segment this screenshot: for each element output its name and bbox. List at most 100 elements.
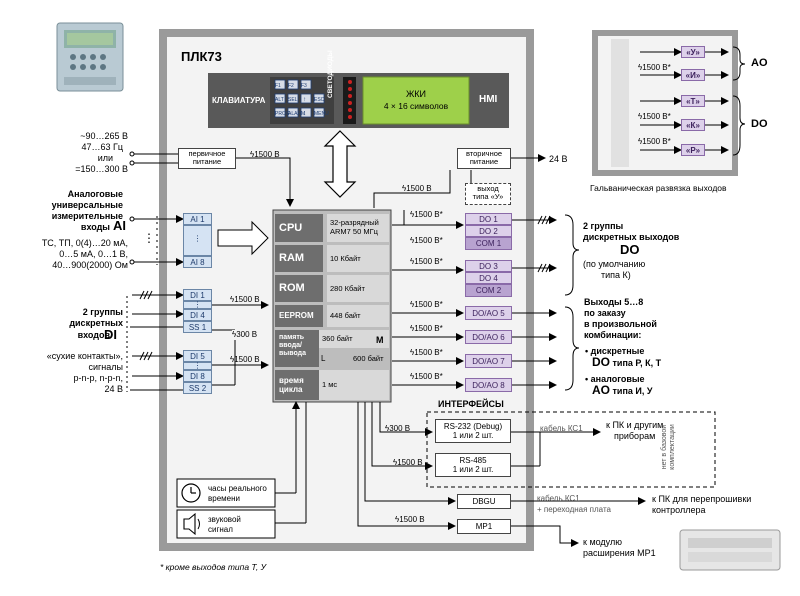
ai-title-line-1: Аналоговые: [67, 189, 123, 199]
do-bullet-1-line: DO типа Р, К, Т: [592, 355, 662, 369]
hmi-leds-strip: [343, 77, 356, 124]
di-desc-line-2: сигналы: [88, 362, 123, 372]
di-5-8-mid: ⋮: [183, 362, 212, 370]
galv-u-box: «У»: [681, 46, 705, 58]
galv-do-label: DO: [751, 118, 768, 130]
power-input-line-2: 47…63 Гц: [81, 142, 123, 152]
eeprom-row-label: EEPROM: [275, 305, 323, 327]
do-bullet-2-pre-text: аналоговые: [590, 374, 645, 384]
cpu-row-value: 32-разрядный ARM7 50 МГц: [327, 214, 389, 242]
hmi-bus-arrow: [323, 130, 357, 198]
do-bullet-2-big: AO: [592, 383, 610, 397]
sound-line-1: звуковой: [208, 515, 241, 524]
galv-t-box: «Т»: [681, 95, 705, 107]
galv-ao-label: AO: [751, 57, 768, 69]
mr1-to-line-2: расширения МР1: [583, 548, 656, 558]
secondary-iso-label: ϟ1500 В: [402, 184, 432, 193]
key-alt-label: ALT: [275, 97, 284, 103]
do-bullet-1-big: DO: [592, 355, 610, 369]
do-iso-1-value: 1500 В*: [414, 210, 443, 219]
ai-desc-line-2: 0…5 мА, 0…1 В,: [59, 249, 128, 259]
dbgu-plate-label: + переходная плата: [537, 505, 611, 514]
doao-8-box: DO/AO 8: [465, 378, 512, 392]
ai-desc-line-1: ТС, ТП, 0(4)…20 мА,: [41, 238, 128, 248]
do-iso-7-value: 1500 В*: [414, 348, 443, 357]
rtc-line-1: часы реального: [208, 484, 267, 493]
interfaces-optional-frame: [426, 411, 716, 488]
di-slash-marks: [139, 290, 153, 361]
di-desc-line-3: p-n-p, n-p-n,: [73, 373, 123, 383]
ai-desc-line-3: 40…900(2000) Ом: [52, 260, 128, 270]
primary-power-line-2: питание: [192, 157, 222, 166]
do-title-sub-1: (по умолчанию: [583, 259, 646, 269]
com-2-box: COM 2: [465, 284, 512, 297]
do-outputs-line-4: комбинации:: [584, 330, 642, 340]
mr1-to-line-1: к модулю: [583, 537, 622, 547]
ram-row-label: RAM: [275, 245, 323, 272]
dbgu-cable-label: кабель КС1: [537, 494, 580, 503]
di-desc-line-1: «сухие контакты»,: [46, 351, 123, 361]
di-iso-1500-b: ϟ1500 В: [230, 355, 260, 364]
do-bullet-2-line: AO типа И, У: [592, 383, 652, 397]
primary-iso-value: 1500 В: [254, 150, 280, 159]
galv-iso-do-1: ϟ1500 В*: [638, 112, 671, 121]
galvanic-inner-strip: [611, 39, 629, 167]
di-iso-1500-b-value: 1500 В: [234, 355, 260, 364]
di-1-box: DI 1: [183, 289, 212, 301]
galv-iso-do-2: ϟ1500 В*: [638, 137, 671, 146]
secondary-iso-value: 1500 В: [406, 184, 432, 193]
mr1-module-photo: [679, 529, 781, 571]
di-8-box: DI 8: [183, 370, 212, 382]
mr1-box: МР1: [457, 519, 511, 534]
iface-iso-300-value: 300 В: [389, 424, 411, 433]
io-memory-row-label: память ввода/ вывода: [275, 330, 319, 367]
io-memory-l-value: 600 байт: [353, 354, 384, 363]
io-memory-m-suffix: M: [376, 335, 384, 345]
secondary-power-line-1: вторичное: [465, 149, 503, 158]
di-5-box: DI 5: [183, 350, 212, 362]
do-iso-7: ϟ1500 В*: [410, 348, 443, 357]
ai-to-cpu-arrow: [217, 220, 269, 256]
do-3-box: DO 3: [465, 260, 512, 272]
key-menu-label: MENU: [314, 111, 329, 117]
do-slash-marks: [537, 215, 551, 273]
do-4-box: DO 4: [465, 272, 512, 284]
to-pc-line-1: к ПК и другим: [606, 420, 664, 430]
key-alarm-label: ALARM: [288, 111, 306, 117]
ss-1-box: SS 1: [183, 321, 212, 333]
hmi-led-dots: [348, 80, 352, 119]
secondary-power-line-2: питание: [469, 157, 499, 166]
ss-2-box: SS 2: [183, 382, 212, 394]
mr1-iso-label: ϟ1500 В: [395, 515, 425, 524]
power-input-line-1: ~90…265 В: [80, 131, 128, 141]
galv-i-box: «И»: [681, 69, 705, 81]
to-pc-line-2: приборам: [614, 431, 656, 441]
rs485-line-1: RS-485: [459, 456, 487, 465]
mr1-iso-value: 1500 В: [399, 515, 425, 524]
keyboard-label: КЛАВИАТУРА: [212, 96, 266, 105]
galv-iso-ao: ϟ1500 В*: [638, 63, 671, 72]
galv-r-box: «Р»: [681, 144, 705, 156]
do-iso-2: ϟ1500 В*: [410, 236, 443, 245]
do-iso-8: ϟ1500 В*: [410, 372, 443, 381]
key-down-label: ↓: [303, 111, 306, 117]
footnote: * кроме выходов типа Т, У: [160, 562, 267, 572]
do-iso-2-value: 1500 В*: [414, 236, 443, 245]
di-4-box: DI 4: [183, 309, 212, 321]
iface-side-note-1: нет в базовой: [661, 424, 668, 470]
do-iso-5-value: 1500 В*: [414, 300, 443, 309]
do-iso-3-value: 1500 В*: [414, 257, 443, 266]
ai-title-line-2: универсальные: [51, 200, 123, 210]
ai-title-big: AI: [113, 218, 126, 233]
do-iso-5: ϟ1500 В*: [410, 300, 443, 309]
plc-device-photo: [56, 22, 124, 92]
do-title-line-2: дискретных выходов: [583, 232, 680, 242]
doao-7-box: DO/AO 7: [465, 354, 512, 368]
di-iso-1500-a-value: 1500 В: [234, 295, 260, 304]
ai-1-box: AI 1: [183, 213, 212, 225]
sound-line-2: сигнал: [208, 525, 233, 534]
do-bullet-1-post: типа Р, К, Т: [612, 358, 662, 368]
dbgu-box: DBGU: [457, 494, 511, 509]
interfaces-title: ИНТЕРФЕЙСЫ: [438, 399, 504, 409]
doao-6-box: DO/AO 6: [465, 330, 512, 344]
